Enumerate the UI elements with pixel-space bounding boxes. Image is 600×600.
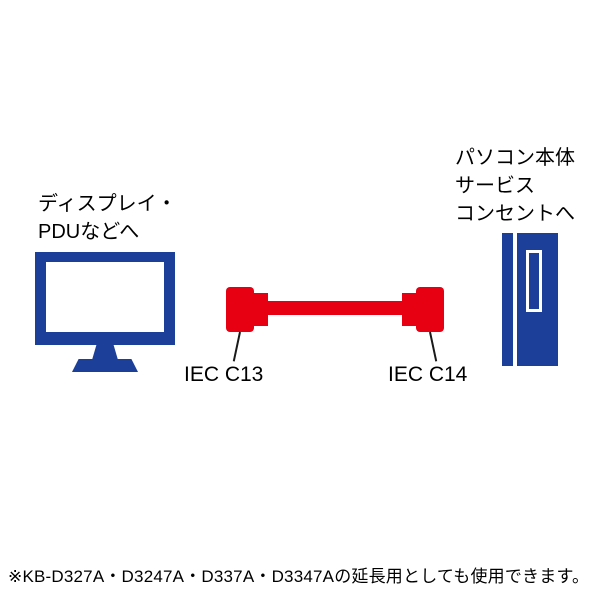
pc-label-line2: サービス xyxy=(455,175,535,197)
cable-plug-c13 xyxy=(226,287,254,332)
monitor-illustration xyxy=(35,252,175,345)
cable-plug-c14 xyxy=(416,287,444,332)
leader-line-c13 xyxy=(232,331,241,362)
monitor-screen xyxy=(46,262,164,332)
cable-cord xyxy=(267,301,403,315)
pc-tower-body xyxy=(517,233,558,366)
footnote: ※KB-D327A・D3247A・D337A・D3347Aの延長用としても使用で… xyxy=(8,567,590,586)
pc-tower-front-panel xyxy=(502,233,513,366)
display-label: ディスプレイ・ PDUなどへ xyxy=(38,190,177,246)
display-label-line2: PDUなどへ xyxy=(38,221,140,243)
pc-tower-vent xyxy=(526,250,542,312)
pc-label: パソコン本体 サービス コンセントへ xyxy=(455,144,575,228)
monitor-stand-base xyxy=(72,359,138,372)
iec-c13-label: IEC C13 xyxy=(184,363,264,386)
pc-tower-illustration xyxy=(502,233,558,366)
monitor-stand-neck xyxy=(92,344,118,360)
pc-label-line3: コンセントへ xyxy=(455,203,575,225)
display-label-line1: ディスプレイ・ xyxy=(38,193,177,215)
cable-plug-c13-neck xyxy=(253,293,268,326)
cable-plug-c14-neck xyxy=(402,293,417,326)
leader-line-c14 xyxy=(429,331,438,362)
pc-label-line1: パソコン本体 xyxy=(455,147,575,169)
iec-c14-label: IEC C14 xyxy=(388,363,468,386)
